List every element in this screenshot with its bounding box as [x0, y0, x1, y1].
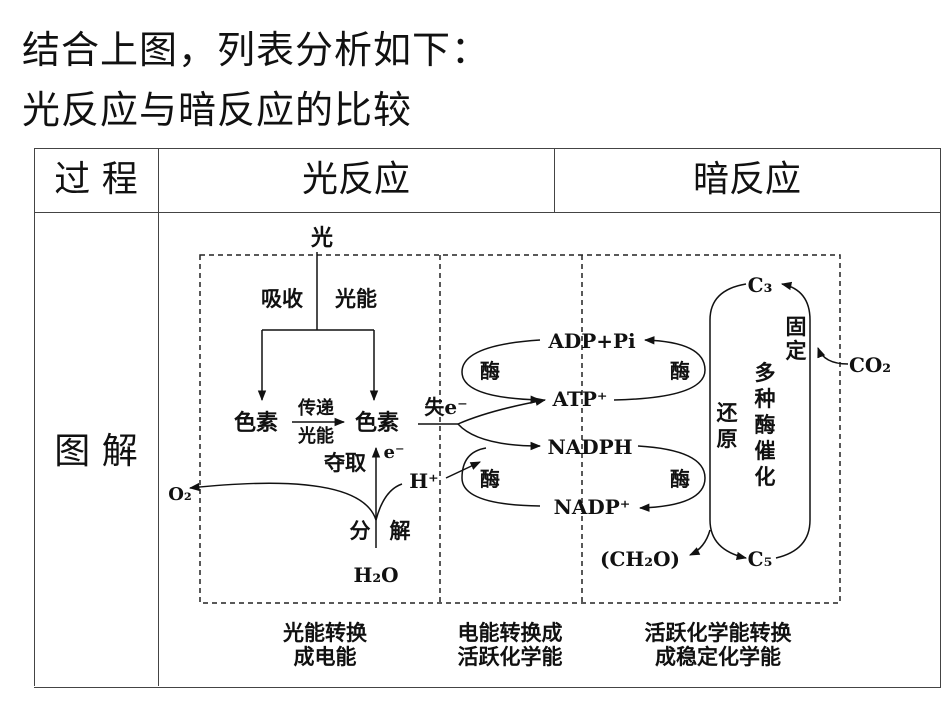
label-c5: C₅ [748, 547, 773, 571]
header-dark-reaction: 暗反应 [692, 159, 801, 200]
arrow-nadph-to-nadp [637, 445, 706, 512]
label-fix-2: 定 [786, 338, 807, 363]
label-nadp: NADP⁺ [554, 495, 631, 519]
label-pigment-left: 色素 [234, 410, 278, 436]
label-fix-1: 固 [786, 314, 807, 339]
arrow-atp-to-adp [613, 336, 706, 401]
label-pigment-right: 色素 [355, 410, 399, 436]
label-lose-electron: 失e⁻ [424, 395, 467, 419]
heading-line-1: 结合上图，列表分析如下： [22, 28, 491, 72]
label-electron: e⁻ [384, 442, 405, 463]
arrow-c5-to-c3 [775, 281, 811, 559]
label-enzyme-1: 酶 [480, 359, 500, 383]
label-o2: O₂ [168, 484, 192, 505]
arrow-to-o2 [188, 482, 377, 521]
label-h-plus: H⁺ [409, 469, 438, 493]
label-reduce-2: 原 [717, 426, 738, 451]
header-process: 过 程 [54, 159, 138, 200]
label-c3: C₃ [748, 273, 773, 297]
caption-2-line-2: 活跃化学能 [458, 644, 563, 669]
label-multi-enzyme-4: 催 [755, 438, 776, 463]
header-light-reaction: 光反应 [301, 159, 410, 200]
table-divider-1 [158, 148, 159, 686]
label-co2: CO₂ [849, 353, 891, 377]
label-decompose-2: 解 [390, 518, 411, 543]
label-transfer: 传递 [297, 397, 334, 419]
arrow-to-ch2o [689, 529, 711, 556]
label-enzyme-2: 酶 [670, 359, 690, 383]
label-transfer-energy: 光能 [297, 425, 334, 447]
arrow-to-nadph [457, 423, 542, 451]
caption-1-line-1: 光能转换 [282, 620, 368, 645]
label-light-energy: 光能 [334, 286, 377, 311]
label-multi-enzyme-2: 种 [754, 386, 776, 411]
comparison-table [34, 148, 941, 688]
label-enzyme-4: 酶 [670, 467, 690, 491]
table-border-left [34, 148, 35, 686]
arrow-nadp-to-nadph [461, 447, 541, 507]
row-label-diagram: 图 解 [54, 431, 138, 472]
dashed-frame [199, 254, 841, 604]
label-adp-pi: ADP+Pi [547, 329, 636, 353]
caption-3-line-1: 活跃化学能转换 [645, 620, 793, 645]
arrow-to-atp [457, 397, 547, 425]
label-reduce-1: 还 [716, 400, 739, 425]
label-h2o: H₂O [353, 563, 398, 587]
label-ch2o: (CH₂O) [600, 547, 680, 571]
caption-1-line-2: 成电能 [294, 644, 357, 669]
label-multi-enzyme-1: 多 [755, 360, 776, 385]
arrow-c3-to-c5 [709, 283, 748, 561]
arrow-adp-to-atp [461, 339, 542, 404]
arrow-co2-fixation [817, 347, 849, 365]
label-multi-enzyme-3: 酶 [755, 412, 776, 437]
label-light: 光 [310, 225, 333, 251]
caption-2-line-1: 电能转换成 [458, 620, 563, 645]
label-multi-enzyme-5: 化 [755, 464, 776, 489]
caption-3-line-2: 成稳定化学能 [655, 644, 781, 669]
label-decompose-1: 分 [350, 518, 371, 543]
label-atp: ATP⁺ [552, 387, 608, 411]
table-header-divider [34, 212, 941, 213]
table-divider-2 [554, 148, 555, 212]
label-enzyme-3: 酶 [480, 467, 500, 491]
label-nadph: NADPH [547, 435, 632, 459]
label-absorb: 吸收 [261, 286, 303, 311]
arrow-to-h-plus [375, 483, 403, 521]
heading-line-2: 光反应与暗反应的比较 [22, 88, 413, 132]
label-seize: 夺取 [323, 450, 366, 475]
